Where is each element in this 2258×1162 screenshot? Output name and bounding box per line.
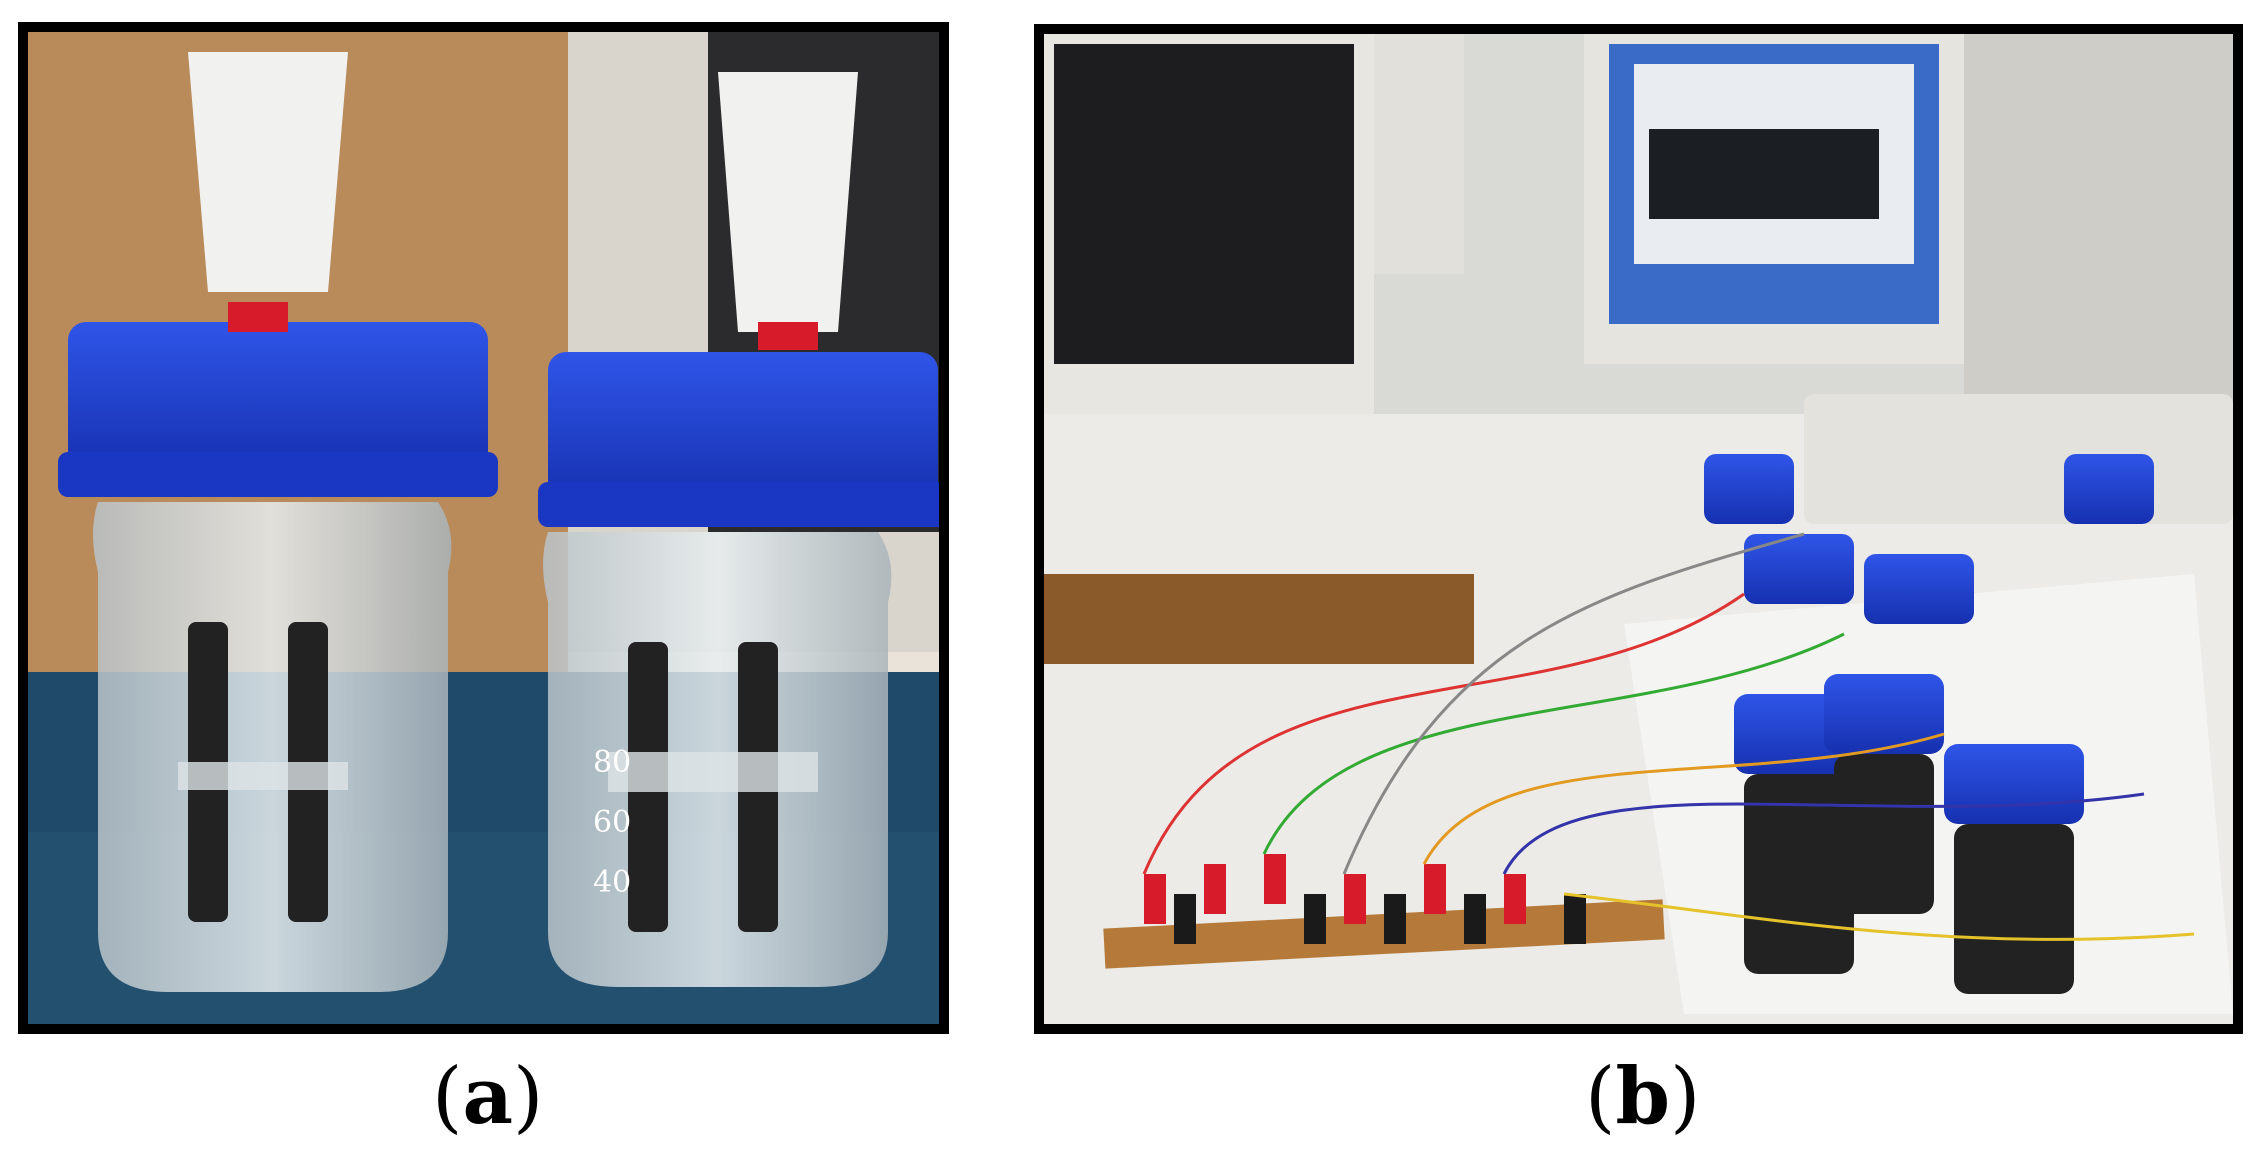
photo-multi-reactor-setup-icon [1044, 34, 2233, 1024]
panel-b-photo-frame [1034, 24, 2243, 1034]
blue-cap-icon [68, 322, 488, 472]
photo-two-glass-jar-reactors-icon: 80 60 40 [28, 32, 939, 1024]
panel-a-photo-frame: 80 60 40 [18, 22, 949, 1034]
jar-mark-40: 40 [593, 865, 631, 900]
jar-mark-60: 60 [593, 805, 631, 840]
jar-mark-80: 80 [593, 745, 631, 780]
panel-a-caption: (a) [432, 1051, 544, 1142]
panel-b-caption: (b) [1585, 1051, 1701, 1142]
